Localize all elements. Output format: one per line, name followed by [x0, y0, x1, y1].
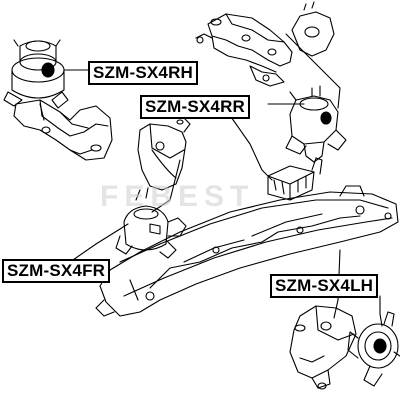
- bracket-rr-box: [267, 157, 323, 201]
- leader-lines: [39, 33, 383, 327]
- crossmember: [95, 185, 399, 317]
- mount-lh: [289, 305, 400, 390]
- mount-rr: [285, 85, 347, 163]
- watermark-text: FEBEST: [100, 180, 255, 213]
- part-label-rr: SZM-SX4RR: [140, 95, 251, 119]
- part-label-rh: SZM-SX4RH: [88, 61, 199, 85]
- mount-rh: [3, 39, 69, 109]
- part-label-fr: SZM-SX4FR: [2, 259, 111, 283]
- mount-fr: [115, 115, 191, 259]
- bracket-rh-lower: [13, 99, 113, 161]
- top-right-bracket: [195, 1, 335, 87]
- part-label-lh: SZM-SX4LH: [270, 274, 379, 298]
